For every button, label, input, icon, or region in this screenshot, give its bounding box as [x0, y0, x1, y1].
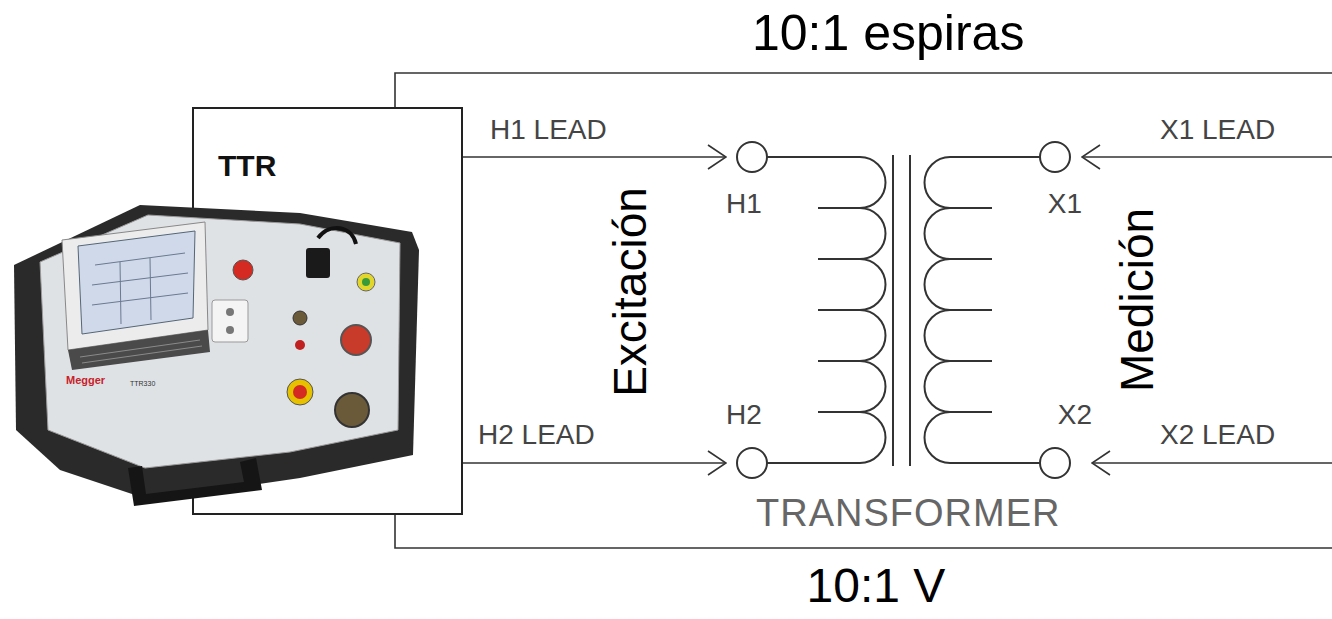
lead-label: H2 LEAD	[478, 421, 595, 449]
lead-label: H1 LEAD	[490, 116, 607, 144]
terminal-circle	[1037, 139, 1073, 175]
keypad	[212, 300, 248, 342]
terminal: H1	[726, 139, 786, 220]
side-label: Excitación	[607, 187, 653, 397]
secondary-taps	[950, 208, 992, 412]
emergency-stop	[287, 379, 313, 405]
terminal-circle	[1040, 448, 1070, 478]
red-button	[233, 260, 253, 280]
yellow-button	[357, 273, 375, 291]
terminal-label: X2	[1058, 400, 1092, 431]
cable	[318, 228, 356, 244]
terminal: X1	[1022, 139, 1082, 220]
knob	[293, 311, 307, 325]
round-connector	[341, 325, 371, 355]
keyboard	[68, 330, 210, 370]
primary-winding	[767, 157, 886, 463]
keyboard-keys	[80, 340, 202, 363]
screen	[78, 231, 195, 334]
device-panel	[40, 215, 400, 468]
terminal-circle	[1037, 445, 1073, 481]
core-line	[909, 155, 911, 466]
brand-mark: Megger	[66, 375, 105, 386]
screen-bezel	[62, 222, 208, 350]
terminal-label: H1	[726, 189, 762, 220]
ratio-label: 10:1 V	[807, 562, 946, 610]
component-name: TRANSFORMER	[756, 494, 1060, 532]
transformer-windings	[767, 155, 1040, 466]
terminal-label: X1	[1048, 189, 1082, 220]
handle	[128, 458, 262, 506]
lead-label: X2 LEAD	[1160, 421, 1275, 449]
round-connector	[335, 393, 369, 427]
side-label: Medición	[1114, 208, 1160, 392]
test-lead	[395, 73, 1332, 157]
key	[226, 326, 234, 334]
device-case	[14, 205, 419, 500]
key	[226, 308, 234, 316]
terminal: H2	[726, 400, 786, 481]
lead-label: X1 LEAD	[1160, 116, 1275, 144]
green-lamp	[362, 278, 370, 286]
terminal-circle	[737, 448, 767, 478]
device-name: TTR	[218, 149, 276, 182]
test-lead	[463, 462, 726, 464]
terminal-circle	[734, 445, 770, 481]
model-mark: TTR330	[130, 380, 155, 387]
terminal-circle	[734, 139, 770, 175]
terminal-circle	[737, 142, 767, 172]
instrument-box: TTR	[192, 107, 463, 515]
test-lead	[463, 156, 726, 158]
terminal: X2	[1032, 400, 1092, 481]
test-lead	[395, 463, 1332, 548]
terminal-label: H2	[726, 400, 762, 431]
screen-table	[92, 253, 188, 324]
indicator-lamp	[295, 340, 305, 350]
terminal-circle	[1040, 142, 1070, 172]
ratio-label: 10:1 espiras	[752, 8, 1024, 58]
secondary-winding	[925, 157, 1041, 463]
core-line	[892, 155, 894, 466]
emergency-stop-cap	[293, 385, 307, 399]
plug	[306, 248, 330, 278]
primary-taps	[818, 208, 860, 412]
